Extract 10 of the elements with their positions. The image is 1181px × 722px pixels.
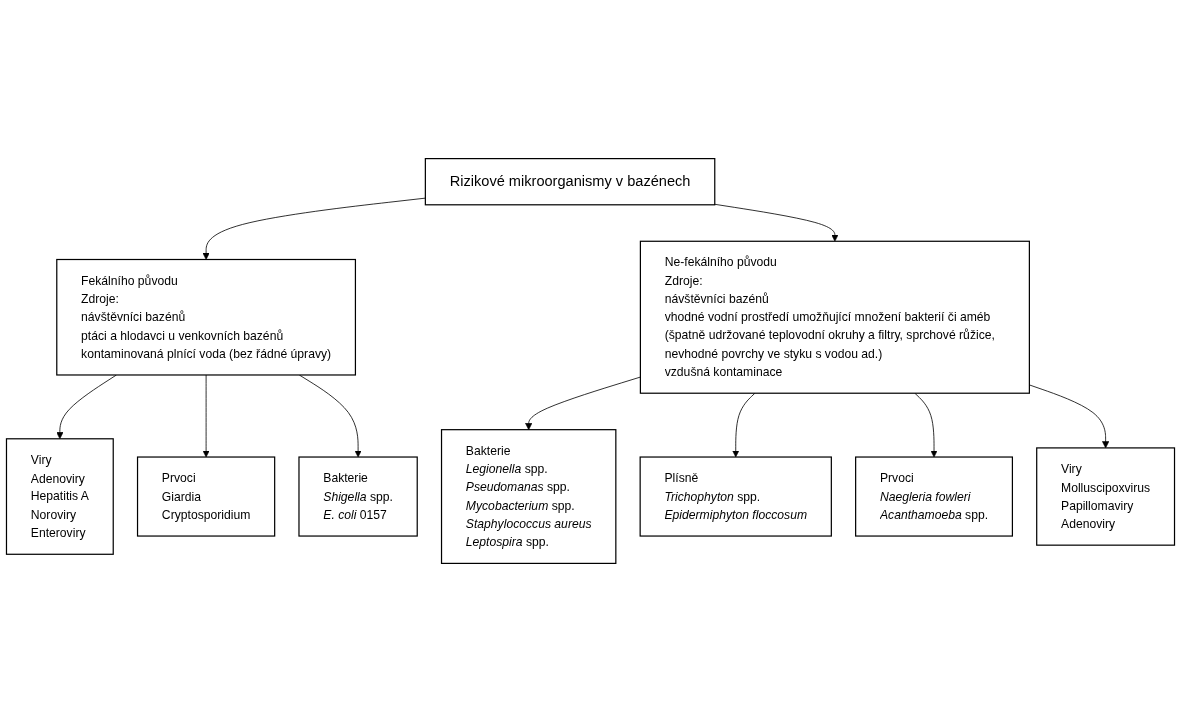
node-box: Plísně Trichophyton spp. Epidermiphyton floccosum xyxy=(639,456,832,537)
node-box: Bakterie Shigella spp. E. coli 0157 xyxy=(298,456,418,537)
node-box: Rizikové mikroorganismy v bazénech xyxy=(424,158,716,206)
node-box: Fekálního původu Zdroje: návštěvníci bazénů ptáci a hlodavci u venkovních bazénů kontaminovaná plnící voda (bez řádné úpravy) xyxy=(56,258,357,376)
node-box: Prvoci Naegleria fowleri Acanthamoeba spp. xyxy=(855,456,1013,537)
node-box: Ne-fekálního původu Zdroje: návštěvníci bazénů vhodné vodní prostředí umožňující množení bakterií či améb (špatně udržované teplovodní okruhy a filtry, sprchové růžice, nevhodné povrchy ve styku s vodou ad.) vzdušná kontaminace xyxy=(639,240,1030,394)
node-box: Prvoci Giardia Cryptosporidium xyxy=(136,456,276,537)
node-box: Viry Adenoviry Hepatitis A Noroviry Enteroviry xyxy=(5,438,114,555)
node-box: Bakterie Legionella spp. Pseudomanas spp. Mycobacterium spp. Staphylococcus aureus Leptospira spp. xyxy=(440,429,617,564)
node-box: Viry Molluscipoxvirus Papillomaviry Adenoviry xyxy=(1036,447,1176,546)
